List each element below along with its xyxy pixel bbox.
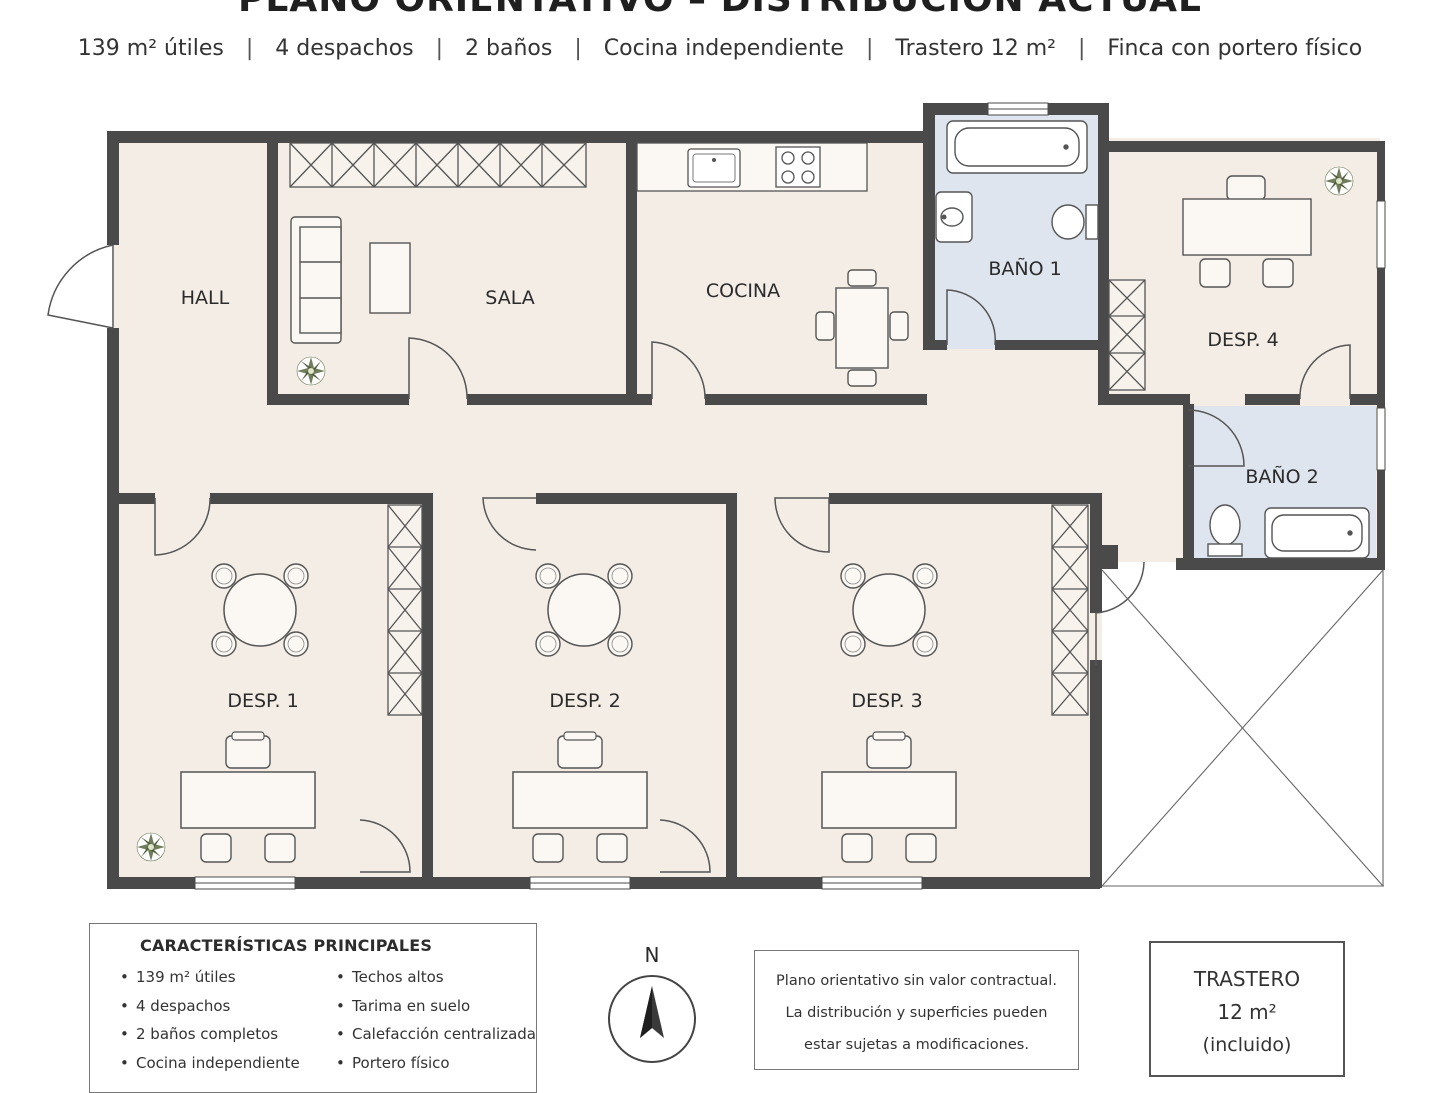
walls bbox=[107, 103, 1385, 889]
room-label-sala: SALA bbox=[485, 287, 534, 309]
room-label-bano-2: BAÑO 2 bbox=[1245, 465, 1318, 488]
specs-line: 139 m² útiles|4 despachos|2 baños|Cocina… bbox=[77, 36, 1363, 61]
bathroom-2-fixtures bbox=[1207, 504, 1370, 559]
storage-area bbox=[1101, 569, 1384, 887]
sofa bbox=[290, 216, 342, 344]
room-label-desp-2: DESP. 2 bbox=[549, 690, 620, 712]
spec-porter: Finca con portero físico bbox=[1107, 36, 1363, 61]
feature-item: 4 despachos bbox=[120, 992, 336, 1021]
room-label-desp-3: DESP. 3 bbox=[851, 690, 922, 712]
features-column-1: 139 m² útiles 4 despachos 2 baños comple… bbox=[120, 963, 336, 1077]
room-label-desp-4: DESP. 4 bbox=[1207, 329, 1278, 351]
room-label-desp-1: DESP. 1 bbox=[227, 690, 298, 712]
plant-icon bbox=[1324, 166, 1354, 196]
storage-area: 12 m² bbox=[1217, 1000, 1277, 1024]
wardrobes bbox=[289, 142, 1146, 716]
storage-title: TRASTERO bbox=[1193, 967, 1301, 991]
compass-label: N bbox=[645, 943, 660, 967]
storage-note: (incluido) bbox=[1202, 1034, 1292, 1056]
spec-area: 139 m² útiles bbox=[77, 36, 224, 61]
office-1-round-table bbox=[212, 564, 308, 656]
storage-box: TRASTERO 12 m² (incluido) bbox=[1149, 941, 1345, 1077]
plant-icon bbox=[136, 832, 166, 862]
disclaimer-line: estar sujetas a modificaciones. bbox=[804, 1037, 1029, 1053]
feature-item: Techos altos bbox=[336, 963, 536, 992]
disclaimer-line: Plano orientativo sin valor contractual. bbox=[776, 973, 1057, 989]
disclaimer-box: Plano orientativo sin valor contractual.… bbox=[754, 950, 1079, 1070]
office-3-round-table bbox=[841, 564, 937, 656]
disclaimer-line: La distribución y superficies pueden bbox=[785, 1005, 1048, 1021]
features-column-2: Techos altos Tarima en suelo Calefacción… bbox=[336, 963, 536, 1077]
north-arrow-icon: N bbox=[608, 943, 696, 1063]
features-title: CARACTERÍSTICAS PRINCIPALES bbox=[140, 936, 433, 955]
feature-item: 139 m² útiles bbox=[120, 963, 336, 992]
feature-item: 2 baños completos bbox=[120, 1020, 336, 1049]
feature-item: Portero físico bbox=[336, 1049, 536, 1078]
features-box: CARACTERÍSTICAS PRINCIPALES 139 m² útile… bbox=[89, 923, 537, 1093]
room-label-hall: HALL bbox=[181, 287, 230, 309]
kitchen-counter bbox=[636, 142, 868, 192]
room-label-cocina: COCINA bbox=[706, 280, 780, 302]
coffee-table bbox=[369, 242, 411, 314]
doors bbox=[47, 244, 1351, 873]
spec-storage: Trastero 12 m² bbox=[895, 36, 1056, 61]
kitchen-table bbox=[815, 269, 909, 387]
room-label-bano-1: BAÑO 1 bbox=[988, 257, 1061, 280]
spec-kitchen: Cocina independiente bbox=[603, 36, 844, 61]
spec-offices: 4 despachos bbox=[275, 36, 414, 61]
office-2-round-table bbox=[536, 564, 632, 656]
features-columns: 139 m² útiles 4 despachos 2 baños comple… bbox=[136, 963, 536, 1077]
bathroom-1-fixtures bbox=[935, 120, 1099, 243]
feature-item: Calefacción centralizada bbox=[336, 1020, 536, 1049]
feature-item: Cocina independiente bbox=[120, 1049, 336, 1078]
office-4-desk bbox=[1182, 175, 1312, 288]
feature-item: Tarima en suelo bbox=[336, 992, 536, 1021]
plant-icon bbox=[296, 356, 326, 386]
windows bbox=[194, 102, 1386, 890]
floor-plan: HALL SALA COCINA BAÑO 1 DESP. 4 BAÑO 2 D… bbox=[47, 102, 1386, 890]
spec-bathrooms: 2 baños bbox=[465, 36, 553, 61]
page-title: PLANO ORIENTATIVO – DISTRIBUCIÓN ACTUAL bbox=[0, 0, 1440, 22]
